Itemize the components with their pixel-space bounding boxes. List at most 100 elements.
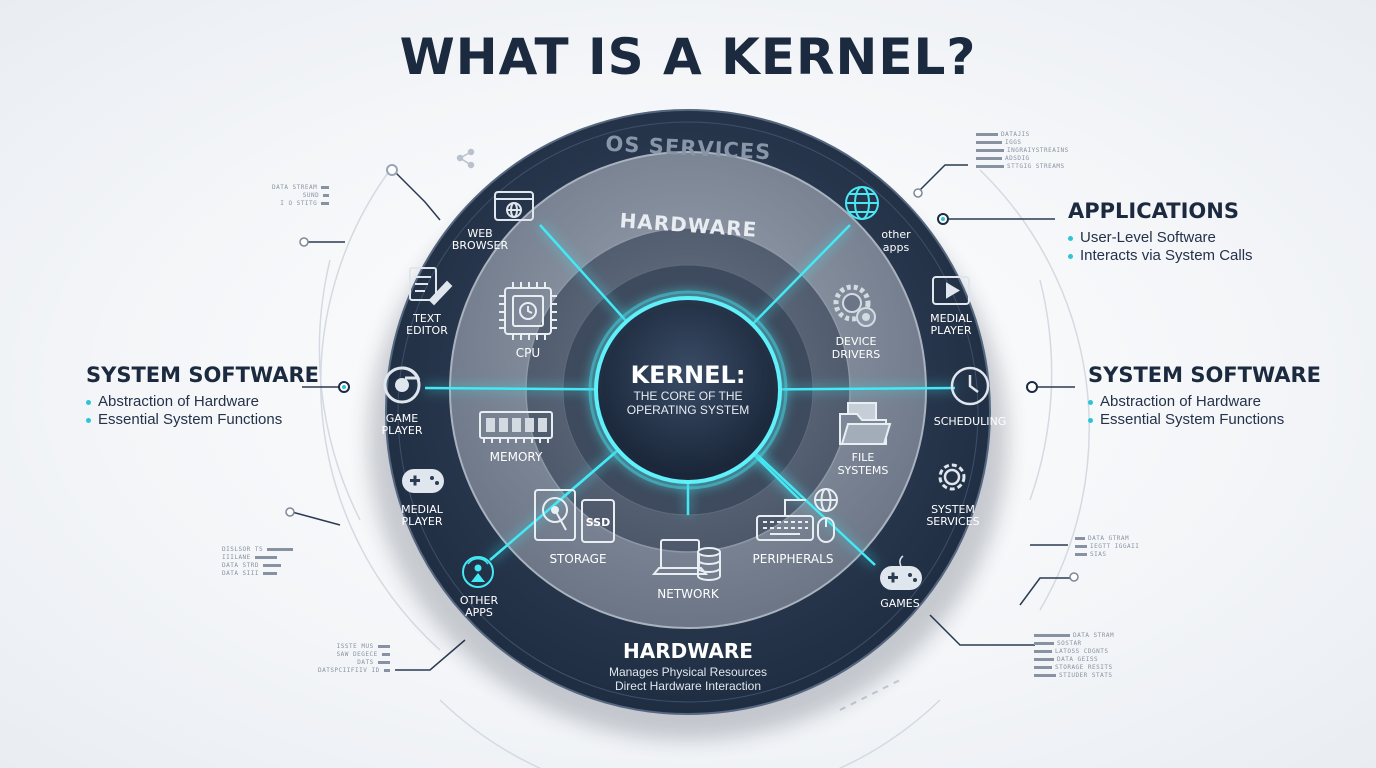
- chrome-icon: [383, 366, 421, 404]
- mini-label: DATAJIS: [1001, 131, 1030, 138]
- play-icon: [932, 276, 970, 305]
- right-mid-block-item: Essential System Functions: [1088, 411, 1321, 429]
- kernel-subtitle-1: THE CORE OF THE: [633, 389, 742, 403]
- clock-icon: [950, 366, 990, 406]
- web-browser-label-1: WEB: [467, 227, 492, 240]
- mini-label: DATA STRAM: [1073, 632, 1115, 639]
- mini-label: IEGTT IGGAII: [1090, 543, 1140, 550]
- other-apps-bottom-label-1: OTHER: [460, 594, 499, 607]
- gears-icon: [833, 284, 876, 327]
- globe-icon: [845, 186, 879, 220]
- mini-label: DATA SIII: [222, 570, 260, 577]
- scheduling-label: SCHEDULING: [934, 415, 1007, 428]
- bottom-hardware-line-2: Direct Hardware Interaction: [615, 679, 761, 693]
- right-top-block-item: Interacts via System Calls: [1068, 247, 1253, 265]
- system-services-label-2: SERVICES: [926, 515, 979, 528]
- memory-label: MEMORY: [490, 450, 543, 464]
- outer-item-medial-player-right[interactable]: MEDIAL PLAYER: [930, 276, 973, 337]
- gear-icon: [938, 463, 966, 491]
- outer-item-medial-player-left[interactable]: MEDIAL PLAYER: [401, 469, 444, 528]
- medial-player-right-label-1: MEDIAL: [930, 312, 973, 325]
- left-block-item: Essential System Functions: [86, 411, 319, 429]
- hdd-ssd-icon: [534, 489, 615, 543]
- game-player-label-1: GAME: [386, 412, 419, 425]
- right-mid-block-title: SYSTEM SOFTWARE: [1088, 363, 1321, 387]
- mini-labels-bottom-left: ISSTE MUS SAW DEGECE DATS DATSPCIIFIIV I…: [318, 643, 393, 675]
- right-mid-block-item: Abstraction of Hardware: [1088, 393, 1321, 411]
- document-pencil-icon: [409, 267, 453, 306]
- outer-item-system-services[interactable]: SYSTEM SERVICES: [926, 463, 980, 528]
- file-systems-label-2: SYSTEMS: [838, 464, 889, 477]
- cpu-icon: [499, 282, 557, 340]
- outer-item-game-player[interactable]: GAME PLAYER: [382, 366, 423, 437]
- inner-item-network[interactable]: NETWORK: [651, 539, 721, 601]
- mini-label: IGGS: [1005, 139, 1022, 146]
- mini-label: DATS: [357, 659, 374, 666]
- inner-item-cpu[interactable]: CPU: [499, 282, 557, 360]
- device-drivers-label-1: DEVICE: [836, 335, 877, 348]
- outer-item-text-editor[interactable]: TEXT EDITOR: [406, 267, 453, 337]
- mini-labels-top-left: DATA STREAM SUND I O STITG: [272, 184, 332, 208]
- left-block-title: SYSTEM SOFTWARE: [86, 363, 319, 387]
- file-systems-label-1: FILE: [852, 451, 875, 464]
- outer-item-other-apps-bottom[interactable]: OTHER APPS: [460, 556, 499, 619]
- mini-labels-mid-left: DISLSOR TS IIILANE DATA STRD DATA SIII: [222, 546, 296, 578]
- ssd-badge: SSD: [586, 516, 610, 529]
- mini-label: ISSTE MUS: [336, 643, 374, 650]
- left-block-list: Abstraction of Hardware Essential System…: [86, 393, 319, 429]
- mini-labels-mid-right: DATA GTRAM IEGTT IGGAII SIAS: [1075, 535, 1139, 559]
- mini-label: DATA STREAM: [272, 184, 318, 191]
- web-browser-label-2: BROWSER: [452, 239, 509, 252]
- games-label: GAMES: [880, 597, 919, 610]
- laptop-database-icon: [651, 539, 721, 581]
- gamepad-icon: [402, 469, 444, 493]
- bottom-hardware-title: HARDWARE: [623, 639, 753, 663]
- mini-labels-bottom-right: DATA STRAM SOSTAR LATOSS CDGNTS DATA GEI…: [1034, 632, 1114, 680]
- right-top-block-list: User-Level Software Interacts via System…: [1068, 229, 1253, 265]
- storage-label: STORAGE: [549, 552, 606, 566]
- inner-item-peripherals[interactable]: PERIPHERALS: [753, 488, 838, 566]
- mini-labels-top-right: DATAJIS IGGS INGRAIYSTREAINS ADSDIG STTG…: [976, 131, 1069, 171]
- mini-label: DISLSOR TS: [222, 546, 264, 553]
- right-system-software-block: SYSTEM SOFTWARE Abstraction of Hardware …: [1088, 363, 1321, 429]
- mini-label: DATA GEISS: [1057, 656, 1099, 663]
- kernel-subtitle-2: OPERATING SYSTEM: [627, 403, 749, 417]
- mini-label: SOSTAR: [1057, 640, 1082, 647]
- keyboard-mouse-icon: [756, 488, 838, 543]
- mini-label: INGRAIYSTREAINS: [1007, 147, 1069, 154]
- inner-item-file-systems[interactable]: FILE SYSTEMS: [838, 402, 892, 477]
- bottom-hardware-line-1: Manages Physical Resources: [609, 665, 767, 679]
- device-drivers-label-2: DRIVERS: [832, 348, 880, 361]
- inner-item-storage[interactable]: SSD STORAGE: [534, 489, 615, 566]
- left-system-software-block: SYSTEM SOFTWARE Abstraction of Hardware …: [86, 363, 319, 429]
- right-top-block-title: APPLICATIONS: [1068, 199, 1239, 223]
- system-services-label-1: SYSTEM: [931, 503, 975, 516]
- mini-label: SAW DEGECE: [336, 651, 378, 658]
- right-top-block-item: User-Level Software: [1068, 229, 1253, 247]
- outer-item-web-browser[interactable]: WEB BROWSER: [452, 191, 534, 252]
- outer-item-other-apps-top[interactable]: other apps: [845, 186, 911, 254]
- outer-item-games[interactable]: GAMES: [880, 555, 922, 610]
- outer-item-scheduling[interactable]: SCHEDULING: [934, 366, 1007, 428]
- mini-label: DATA STRD: [222, 562, 260, 569]
- mini-label: IIILANE: [222, 554, 251, 561]
- inner-item-device-drivers[interactable]: DEVICE DRIVERS: [832, 284, 880, 361]
- cpu-label: CPU: [516, 346, 540, 360]
- medial-player-right-label-2: PLAYER: [931, 324, 972, 337]
- text-editor-label-2: EDITOR: [406, 324, 448, 337]
- text-editor-label-1: TEXT: [412, 312, 441, 325]
- page-title: WHAT IS A KERNEL?: [399, 28, 977, 86]
- other-apps-top-label-1: other: [881, 228, 911, 241]
- medial-player-left-label-2: PLAYER: [402, 515, 443, 528]
- decorative-arcs: [318, 169, 1090, 768]
- connector-lines: [291, 164, 1075, 671]
- mini-label: ADSDIG: [1005, 155, 1030, 162]
- share-icon: [456, 148, 475, 169]
- mini-label: DATSPCIIFIIV ID: [318, 667, 380, 674]
- gamepad-icon: [880, 555, 922, 590]
- inner-item-memory[interactable]: MEMORY: [479, 411, 553, 464]
- other-apps-top-label-2: apps: [883, 241, 910, 254]
- kernel-title: KERNEL:: [631, 361, 746, 389]
- medial-player-left-label-1: MEDIAL: [401, 503, 444, 516]
- other-apps-bottom-label-2: APPS: [465, 606, 493, 619]
